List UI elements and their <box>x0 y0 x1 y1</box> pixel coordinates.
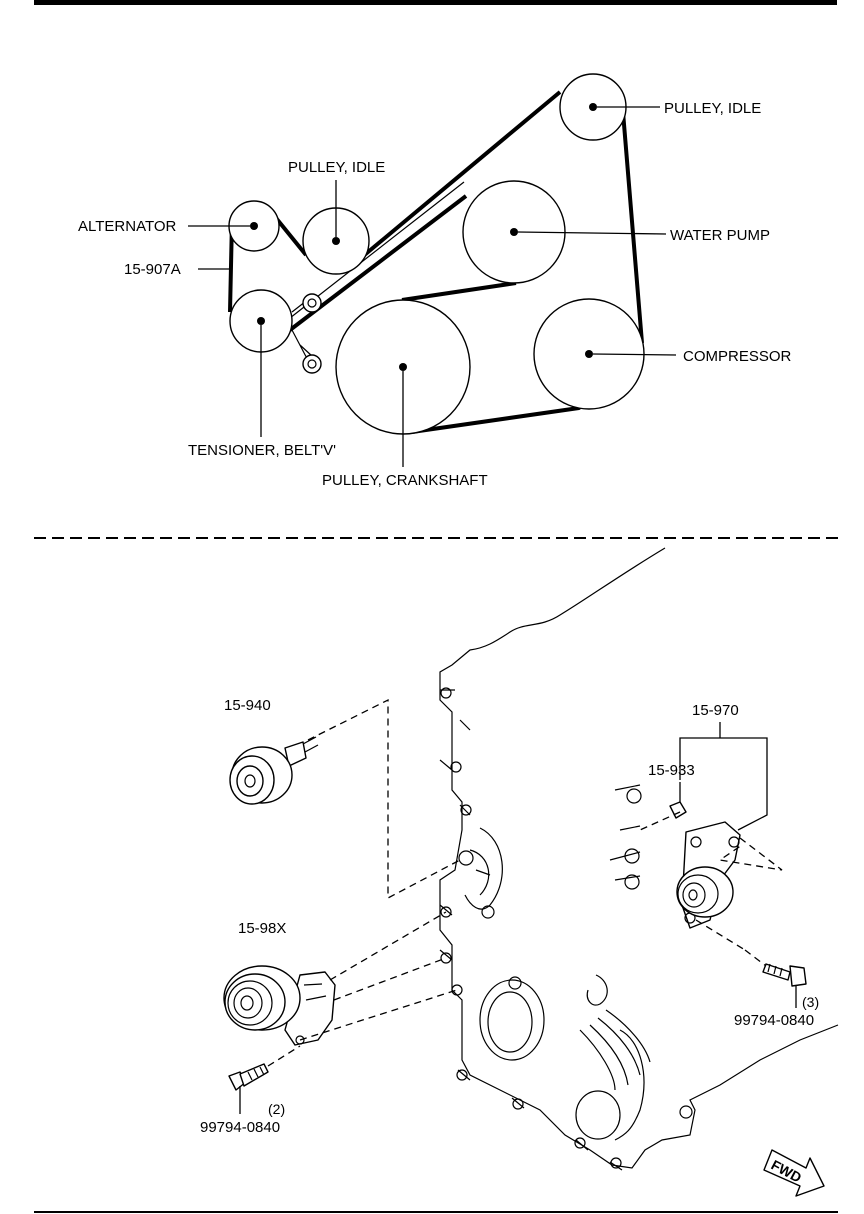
cover-bolt-hole-9 <box>574 1137 586 1149</box>
bolt-right-99794-0840 <box>762 963 807 987</box>
tensioner-assembly-15-970 <box>609 784 741 929</box>
cover-bolt-hole-7 <box>456 1069 468 1081</box>
label-tensioner: TENSIONER, BELT'V' <box>188 442 336 459</box>
label-bolt-right: 99794-0840 <box>734 1012 814 1029</box>
tensioner-bolt-top-inner <box>307 298 317 308</box>
idle-pulley-left-hub <box>332 237 340 245</box>
pulley-alignment-bottom <box>299 989 458 1041</box>
exploded-section: FWD 15-940 15-970 15-933 15-98X (3) 9979… <box>200 547 839 1197</box>
label-water-pump: WATER PUMP <box>670 227 770 244</box>
cam-cover-lower <box>614 1029 645 1141</box>
cam-cover-ribs <box>579 1009 651 1091</box>
label-bolt-left-qty: (2) <box>268 1101 285 1117</box>
label-idle-pulley-top: PULLEY, IDLE <box>664 100 761 117</box>
top-border <box>34 0 837 5</box>
engine-cover-flange <box>439 689 623 1171</box>
pulley-assembly-15-98X <box>223 965 336 1046</box>
cover-bolt-hole-8 <box>512 1098 524 1110</box>
label-crankshaft: PULLEY, CRANKSHAFT <box>322 472 488 489</box>
bolt-left-alignment <box>267 1045 301 1067</box>
crankshaft-hub <box>399 363 407 371</box>
leader-water-pump <box>517 231 667 235</box>
tensioner-alignment <box>639 811 783 951</box>
belt-inner <box>289 181 465 319</box>
tensioner-hub <box>257 317 265 325</box>
idler-alignment-line <box>307 698 461 900</box>
label-pulley-part: 15-98X <box>238 920 286 937</box>
tensioner-bolt-top <box>302 293 322 313</box>
cover-bolt-hole-2 <box>450 761 462 773</box>
cover-bolt-hole-10 <box>610 1157 622 1169</box>
pulley-alignment-top <box>329 911 447 981</box>
cover-bolt-hole-6 <box>451 984 463 996</box>
bolt-right-alignment <box>744 949 767 967</box>
idler-mount-hole-b <box>481 905 495 919</box>
crank-seal-bore-inner <box>487 991 533 1053</box>
water-pump-hub <box>510 228 518 236</box>
forward-arrow: FWD <box>763 1149 825 1197</box>
cover-bolt-hole-4 <box>440 906 452 918</box>
label-idler-part: 15-940 <box>224 697 271 714</box>
cam-cover-boss <box>586 974 608 1006</box>
cover-bolt-hole-1 <box>440 687 452 699</box>
alternator-hub <box>250 222 258 230</box>
bolt-left-99794-0840 <box>228 1063 269 1091</box>
label-idle-pulley-left: PULLEY, IDLE <box>288 159 385 176</box>
cover-bolt-hole-11 <box>679 1105 693 1119</box>
pulley-alignment-mid <box>333 957 447 1001</box>
idler-mount-hole <box>458 850 474 866</box>
idler-pulley-15-940 <box>229 736 319 805</box>
lower-seal-bore <box>575 1090 621 1140</box>
belt-section: PULLEY, IDLE PULLEY, IDLE ALTERNATOR 15-… <box>78 73 792 489</box>
crank-seal-bore-outer <box>479 979 545 1061</box>
cover-bolt-hole-3 <box>460 804 472 816</box>
compressor-hub <box>585 350 593 358</box>
label-tensioner-assembly: 15-970 <box>692 702 739 719</box>
tensioner-bolt-bottom <box>302 354 322 374</box>
crank-boss-hole <box>508 976 522 990</box>
label-bolt-left: 99794-0840 <box>200 1119 280 1136</box>
drive-belt <box>228 90 644 434</box>
label-tensioner-bolt: 15-933 <box>648 762 695 779</box>
engine-cover-outline <box>439 547 839 1169</box>
label-belt-part: 15-907A <box>124 261 181 278</box>
label-bolt-right-qty: (3) <box>802 994 819 1010</box>
idler-mount-boss <box>464 827 503 910</box>
label-compressor: COMPRESSOR <box>683 348 792 365</box>
tensioner-bolt-bottom-inner <box>307 359 317 369</box>
idle-pulley-top-hub <box>589 103 597 111</box>
tensioner-bracket-line <box>679 737 768 831</box>
cover-bolt-hole-5 <box>440 952 452 964</box>
leader-compressor <box>592 353 677 356</box>
label-alternator: ALTERNATOR <box>78 218 177 235</box>
